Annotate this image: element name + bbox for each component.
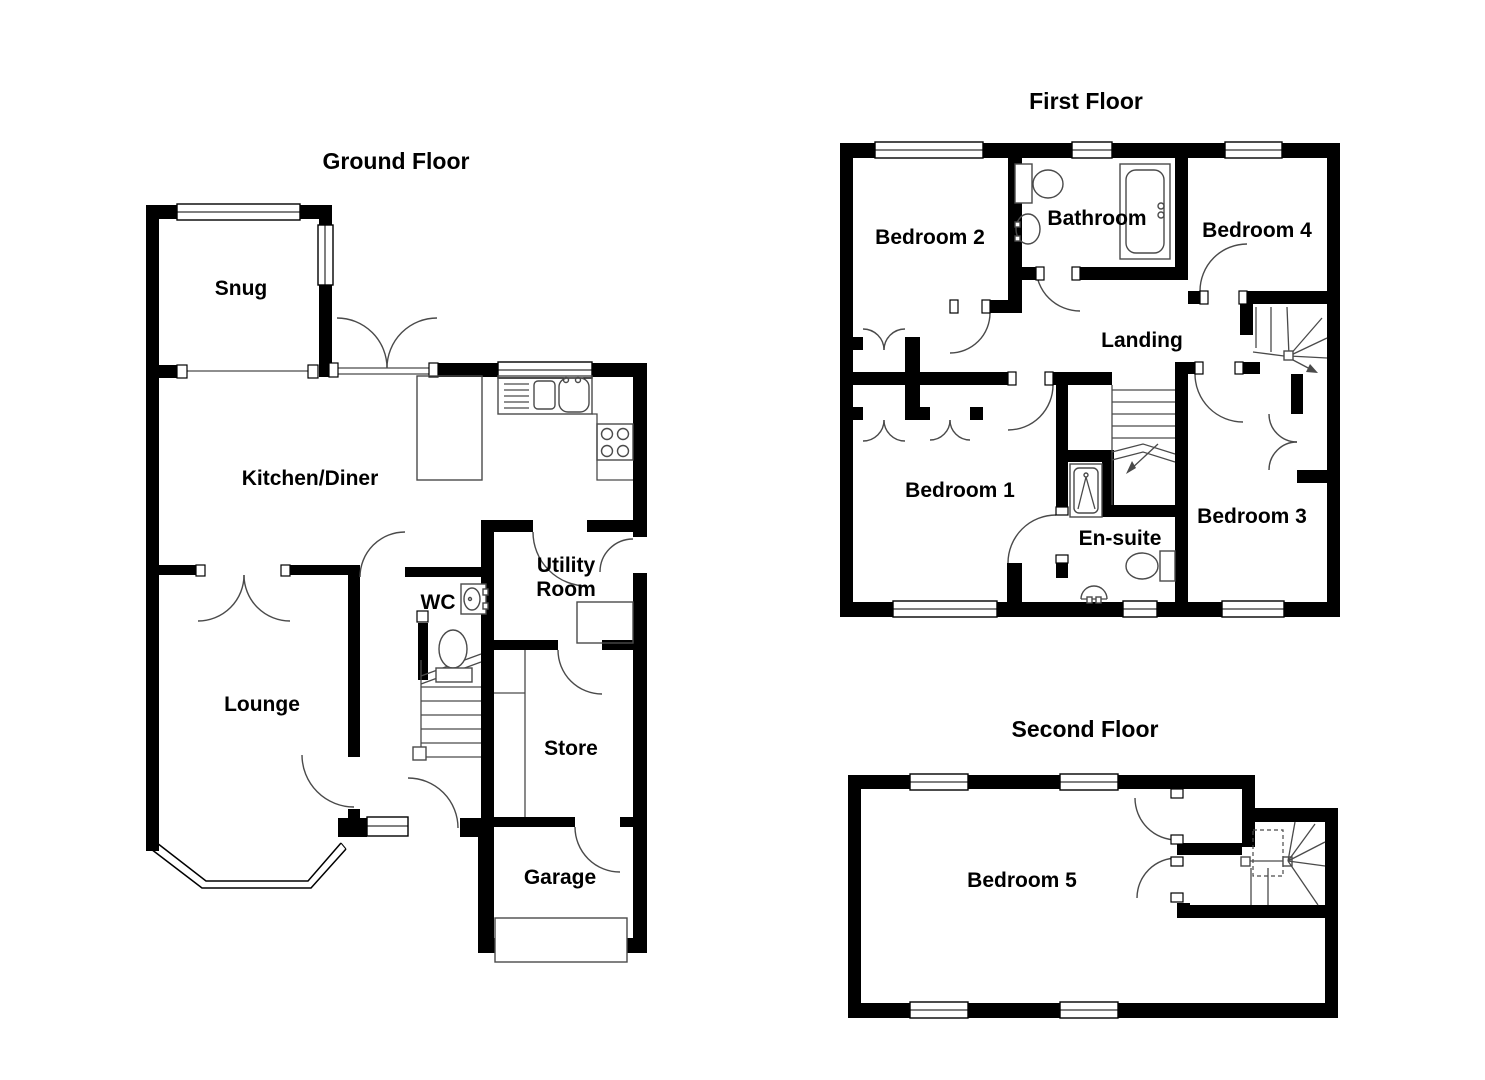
bathroom-fixtures [1014, 163, 1171, 260]
second-floor-windows [909, 773, 1119, 1019]
second-floor-doors [1134, 797, 1178, 899]
ground-floor-plan: Ground Floor Snug Kitchen/Diner Lounge W… [146, 148, 647, 963]
second-floor-title: Second Floor [1012, 716, 1159, 742]
room-label-bedroom1: Bedroom 1 [905, 479, 1015, 502]
kitchen-fixtures [416, 375, 634, 481]
first-floor-stairs-icon [1111, 306, 1328, 505]
room-label-store: Store [544, 737, 598, 760]
first-floor-plan: First Floor Bedroom 2 Bathroom Bedroom 4… [840, 88, 1340, 618]
room-label-wc: WC [421, 591, 456, 614]
room-label-snug: Snug [215, 277, 268, 300]
utility-store-garage-fixtures [494, 601, 634, 963]
first-floor-title: First Floor [1029, 88, 1143, 114]
second-floor-walls [848, 775, 1338, 1018]
ground-floor-title: Ground Floor [323, 148, 470, 174]
room-label-bedroom5: Bedroom 5 [967, 869, 1077, 892]
room-label-ensuite: En-suite [1079, 527, 1162, 550]
room-label-bedroom2: Bedroom 2 [875, 226, 985, 249]
room-label-bedroom4: Bedroom 4 [1202, 219, 1312, 242]
room-label-garage: Garage [524, 866, 596, 889]
room-label-bathroom: Bathroom [1047, 207, 1146, 230]
wc-fixtures [435, 583, 489, 683]
ground-floor-stairs-icon [412, 653, 482, 761]
second-floor-jambs [1170, 788, 1184, 903]
ground-floor-jambs [176, 362, 439, 623]
room-label-utility-line1: Utility [537, 554, 596, 577]
room-label-utility-line2: Room [536, 578, 596, 601]
ensuite-fixtures [1069, 463, 1176, 604]
first-floor-jambs [949, 266, 1248, 564]
ground-floor-windows [150, 203, 593, 889]
room-label-lounge: Lounge [224, 693, 300, 716]
second-floor-plan: Second Floor Bedroom 5 [848, 716, 1338, 1019]
room-label-landing: Landing [1101, 329, 1183, 352]
room-label-bedroom3: Bedroom 3 [1197, 505, 1307, 528]
first-floor-windows [874, 141, 1285, 618]
second-floor-stairs-icon [1240, 821, 1326, 906]
room-label-kitchen-diner: Kitchen/Diner [242, 467, 379, 490]
ground-floor-doors [180, 317, 634, 873]
